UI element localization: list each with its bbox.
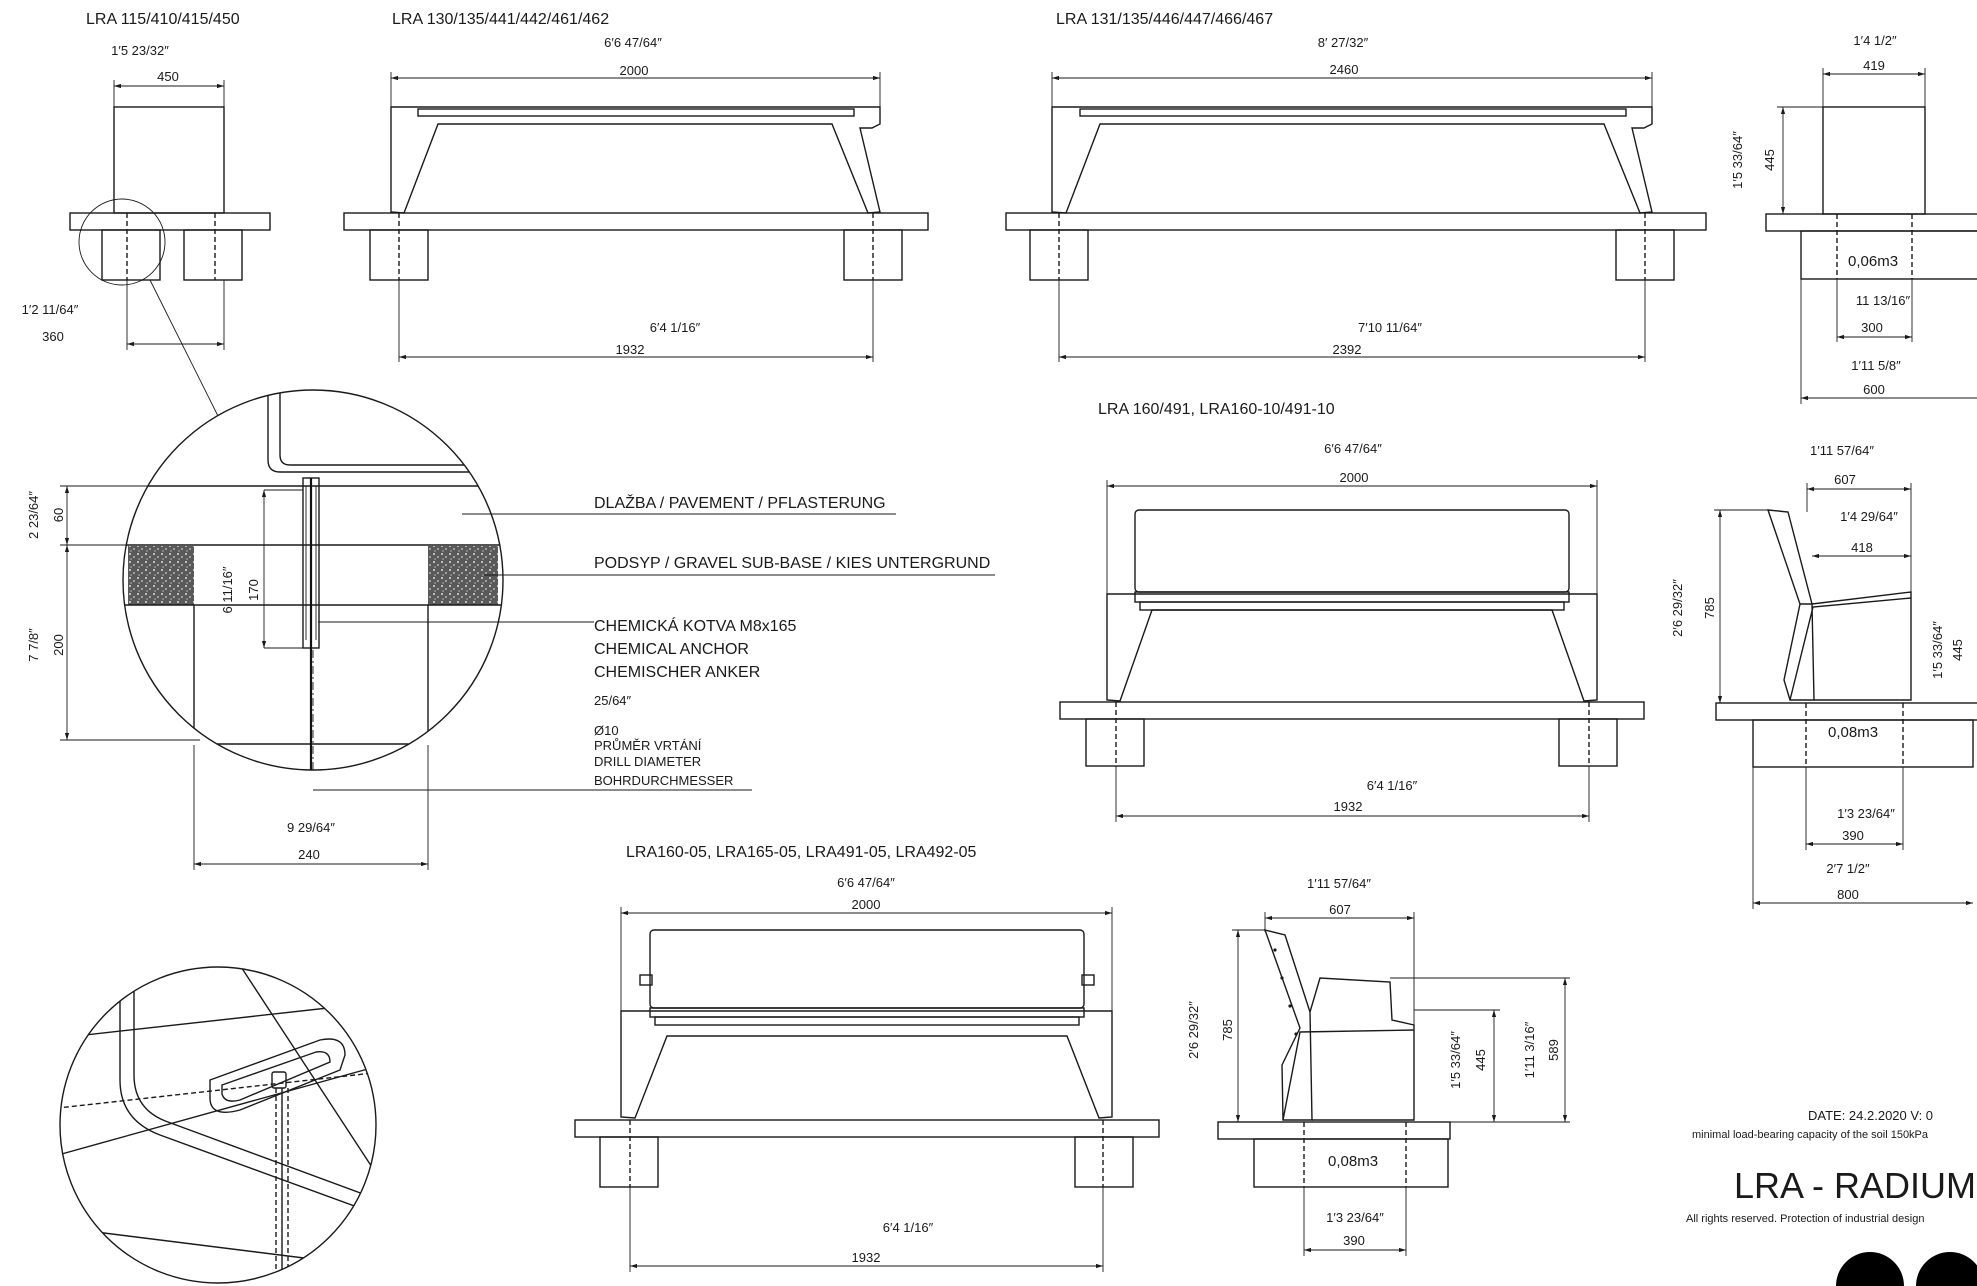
drill-diameter: Ø10 (594, 723, 619, 738)
anchor-imperial: 6′4 1/16″ (650, 320, 701, 335)
logo-circle-left (1836, 1252, 1904, 1286)
anchor-de: CHEMISCHER ANKER (594, 664, 760, 681)
anchor-imperial: 1′3 23/64″ (1837, 806, 1895, 821)
view-title: LRA 115/410/415/450 (86, 11, 240, 28)
seat-height-imperial: 1′5 33/64″ (1448, 1031, 1463, 1089)
width-imperial: 8′ 27/32″ (1318, 35, 1369, 50)
anchor-mm: 390 (1842, 828, 1864, 843)
anchor-imperial: 7′10 11/64″ (1358, 320, 1422, 335)
soil-note: minimal load-bearing capacity of the soi… (1692, 1129, 1929, 1141)
title-block: DATE: 24.2.2020 V: 0 minimal load-bearin… (1686, 1108, 1977, 1286)
anchor-imperial: 6′4 1/16″ (883, 1220, 934, 1235)
anchor-length-mm: 170 (246, 579, 261, 601)
base-imperial: 2′7 1/2″ (1826, 861, 1870, 876)
seat-height-mm: 445 (1473, 1049, 1488, 1071)
arm-height-mm: 589 (1546, 1039, 1561, 1061)
anchor-length-imperial: 6 11/16″ (220, 566, 235, 613)
height-mm: 785 (1220, 1019, 1235, 1041)
anchor-mm: 300 (1861, 320, 1883, 335)
anchor-mm: 1932 (852, 1250, 881, 1265)
logo-circle-right (1916, 1252, 1977, 1286)
depth-mm: 607 (1329, 902, 1351, 917)
footing-depth-mm: 200 (51, 634, 66, 656)
base-mm: 800 (1837, 887, 1859, 902)
arm-height-imperial: 1′11 3/16″ (1522, 1021, 1537, 1078)
height-mm: 785 (1702, 597, 1717, 619)
width-imperial: 1′4 1/2″ (1853, 33, 1897, 48)
width-imperial: 6′6 47/64″ (1324, 441, 1382, 456)
hole-mm: 240 (298, 847, 320, 862)
volume-label: 0,08m3 (1328, 1153, 1378, 1170)
view-lra130: LRA 130/135/441/442/461/462 6′6 47/64″ 2… (343, 11, 929, 362)
width-mm: 450 (157, 69, 179, 84)
view-title: LRA 130/135/441/442/461/462 (392, 11, 609, 28)
seat-mm: 418 (1851, 540, 1873, 555)
isometric-detail (59, 966, 377, 1284)
anchor-imperial: 11 13/16″ (1856, 293, 1911, 308)
anchor-imperial: 1′3 23/64″ (1326, 1210, 1384, 1225)
anchor-imperial: 6′4 1/16″ (1367, 778, 1418, 793)
pavement-label: DLAŽBA / PAVEMENT / PFLASTERUNG (594, 493, 886, 512)
height-imperial: 2′6 29/32″ (1186, 1001, 1201, 1059)
anchor-detail: DLAŽBA / PAVEMENT / PFLASTERUNG PODSYP /… (26, 389, 995, 870)
gravel-label: PODSYP / GRAVEL SUB-BASE / KIES UNTERGRU… (594, 555, 990, 572)
seat-imperial: 1′4 29/64″ (1840, 509, 1898, 524)
depth-mm: 607 (1834, 472, 1856, 487)
depth-imperial: 1′11 57/64″ (1307, 876, 1371, 891)
anchor-mm: 2392 (1333, 342, 1362, 357)
seat-height-imperial: 1′5 33/64″ (1930, 621, 1945, 679)
volume-label: 0,06m3 (1848, 253, 1898, 270)
depth-imperial: 1′11 57/64″ (1810, 443, 1874, 458)
height-imperial: 1′5 33/64″ (1730, 131, 1745, 189)
rights-note: All rights reserved. Protection of indus… (1686, 1213, 1924, 1225)
drill-de: BOHRDURCHMESSER (594, 773, 733, 788)
width-imperial: 1′5 23/32″ (111, 43, 169, 58)
view-side-bottom: 1′11 57/64″ 607 0,08m3 2′6 29/32″ 785 1′… (1186, 876, 1570, 1256)
view-side-top: 1′4 1/2″ 419 0,06m3 1′5 33/64″ 445 11 13… (1730, 33, 1977, 404)
pavement-depth-imperial: 2 23/64″ (26, 491, 41, 539)
anchor-mm: 360 (42, 329, 64, 344)
height-mm: 445 (1762, 149, 1777, 171)
drill-en: DRILL DIAMETER (594, 754, 701, 769)
anchor-mm: 390 (1343, 1233, 1365, 1248)
width-imperial: 6′6 47/64″ (604, 35, 662, 50)
width-mm: 2000 (852, 897, 881, 912)
hole-imperial: 9 29/64″ (287, 820, 335, 835)
pavement-depth-mm: 60 (51, 508, 66, 522)
volume-label: 0,08m3 (1828, 724, 1878, 741)
view-lra160-05: LRA160-05, LRA165-05, LRA491-05, LRA492-… (574, 844, 1160, 1272)
date-label: DATE: 24.2.2020 V: 0 (1808, 1108, 1933, 1123)
anchor-en: CHEMICAL ANCHOR (594, 641, 749, 658)
base-imperial: 1′11 5/8″ (1851, 358, 1901, 373)
view-lra115: LRA 115/410/415/450 1′5 23/32″ 450 1′2 1… (22, 11, 271, 431)
view-title: LRA 131/135/446/447/466/467 (1056, 11, 1273, 28)
width-mm: 2460 (1330, 62, 1359, 77)
view-side-mid: 1′11 57/64″ 607 1′4 29/64″ 418 0,08m3 2′… (1670, 443, 1977, 909)
view-lra160: LRA 160/491, LRA160-10/491-10 6′6 47/64″… (1059, 401, 1645, 822)
anchor-cz: CHEMICKÁ KOTVA M8x165 (594, 616, 797, 635)
footing-depth-imperial: 7 7/8″ (26, 628, 41, 662)
drill-imperial: 25/64″ (594, 693, 632, 708)
anchor-mm: 1932 (616, 342, 645, 357)
view-lra131: LRA 131/135/446/447/466/467 8′ 27/32″ 24… (1005, 11, 1707, 362)
width-mm: 2000 (620, 63, 649, 78)
width-imperial: 6′6 47/64″ (837, 875, 895, 890)
base-mm: 600 (1863, 382, 1885, 397)
width-mm: 419 (1863, 58, 1885, 73)
height-imperial: 2′6 29/32″ (1670, 579, 1685, 637)
view-title: LRA160-05, LRA165-05, LRA491-05, LRA492-… (626, 844, 977, 861)
view-title: LRA 160/491, LRA160-10/491-10 (1098, 401, 1335, 418)
width-mm: 2000 (1340, 470, 1369, 485)
anchor-mm: 1932 (1334, 799, 1363, 814)
drill-cz: PRŮMĚR VRTÁNÍ (594, 738, 702, 753)
anchor-imperial: 1′2 11/64″ (22, 302, 79, 317)
seat-height-mm: 445 (1950, 639, 1965, 661)
product-name: LRA - RADIUM (1734, 1165, 1976, 1206)
